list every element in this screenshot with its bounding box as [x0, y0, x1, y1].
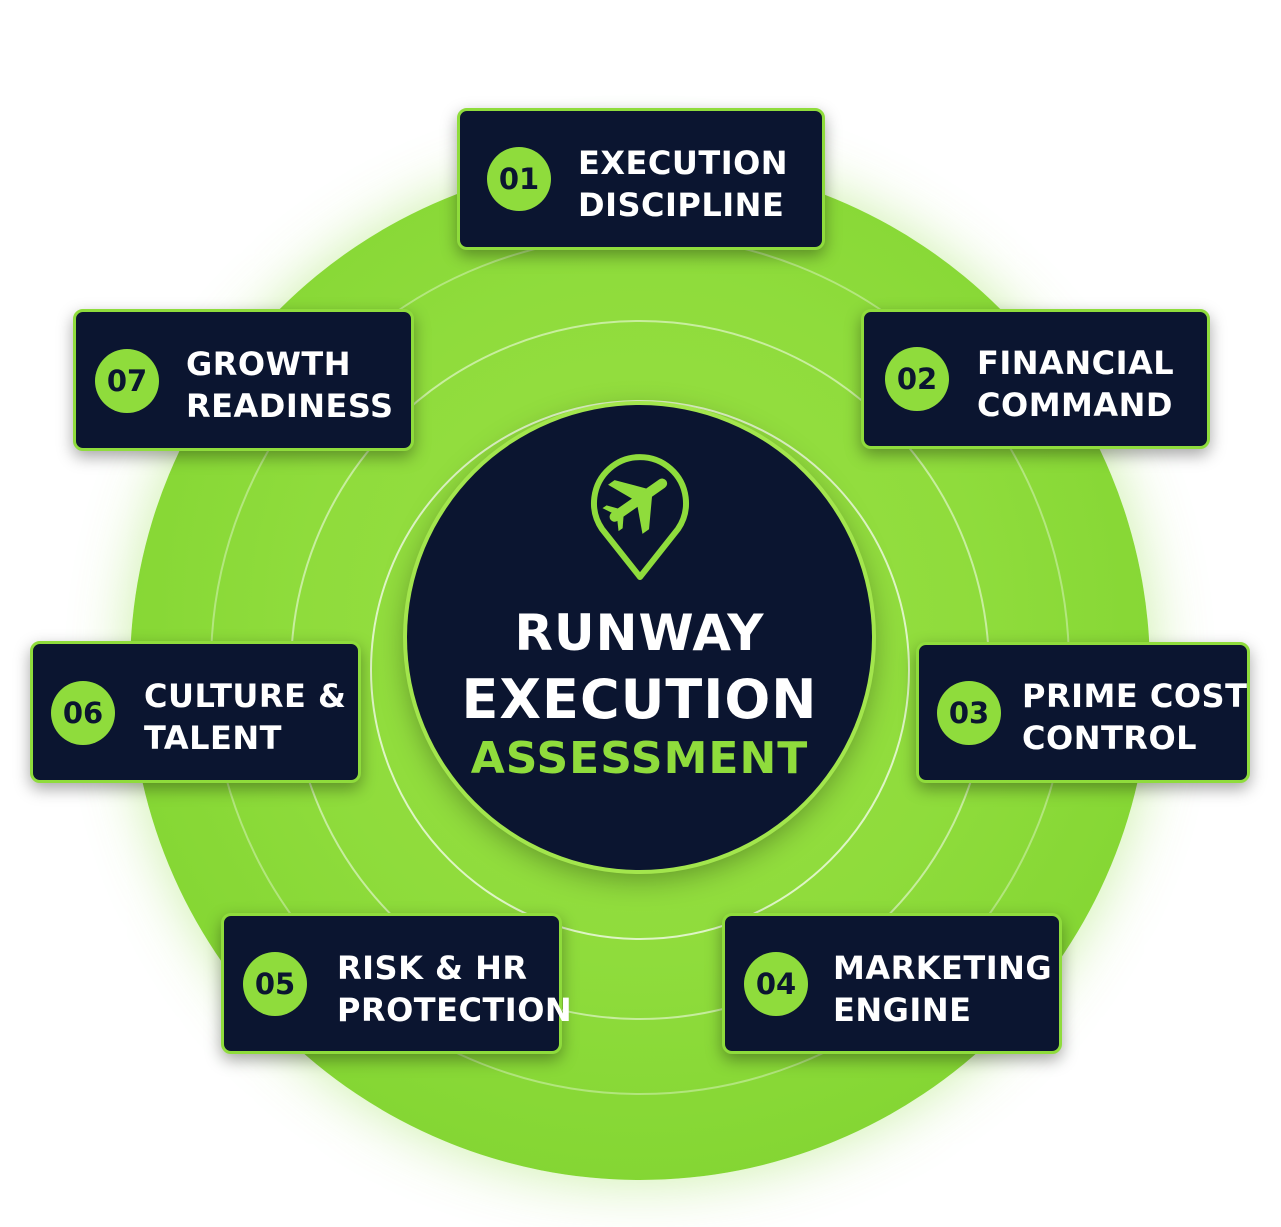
item-card-04: 04 MARKETING ENGINE — [722, 913, 1062, 1054]
item-card-02: 02 FINANCIAL COMMAND — [861, 309, 1210, 449]
item-label-line2: ENGINE — [833, 991, 972, 1029]
inner-ring — [370, 400, 910, 940]
item-card-05: 05 RISK & HR PROTECTION — [221, 913, 572, 1054]
item-label-line1: CULTURE & — [144, 677, 347, 715]
item-number-badge: 04 — [744, 952, 808, 1016]
item-label-line2: CONTROL — [1022, 719, 1198, 757]
item-label-line2: TALENT — [144, 719, 282, 757]
item-card-06: 06 CULTURE & TALENT — [30, 641, 361, 783]
item-card-03: 03 PRIME COST CONTROL — [916, 642, 1250, 783]
item-label-line1: GROWTH — [186, 345, 352, 383]
item-label-line2: DISCIPLINE — [578, 186, 785, 224]
center-title-line3: ASSESSMENT — [470, 733, 809, 784]
item-label-line1: MARKETING — [833, 949, 1053, 987]
item-number-badge: 06 — [51, 681, 115, 745]
item-number-badge: 02 — [885, 347, 949, 411]
item-number-badge: 03 — [937, 681, 1001, 745]
item-card-07: 07 GROWTH READINESS — [73, 309, 414, 451]
item-label-line1: PRIME COST — [1022, 677, 1248, 715]
center-hub — [407, 405, 872, 870]
center-title-line1: RUNWAY — [514, 604, 765, 662]
item-card-01: 01 EXECUTION DISCIPLINE — [457, 108, 825, 250]
item-label-line1: RISK & HR — [337, 949, 528, 987]
item-number-badge: 05 — [243, 952, 307, 1016]
item-number-badge: 07 — [95, 349, 159, 413]
item-label-line2: COMMAND — [977, 386, 1173, 424]
center-title-line2: EXECUTION — [461, 668, 818, 731]
item-number-badge: 01 — [487, 147, 551, 211]
item-label-line2: READINESS — [186, 387, 394, 425]
item-label-line1: EXECUTION — [578, 144, 789, 182]
item-label-line2: PROTECTION — [337, 991, 573, 1029]
item-label-line1: FINANCIAL — [977, 344, 1175, 382]
plane-location-pin-icon — [591, 454, 689, 580]
